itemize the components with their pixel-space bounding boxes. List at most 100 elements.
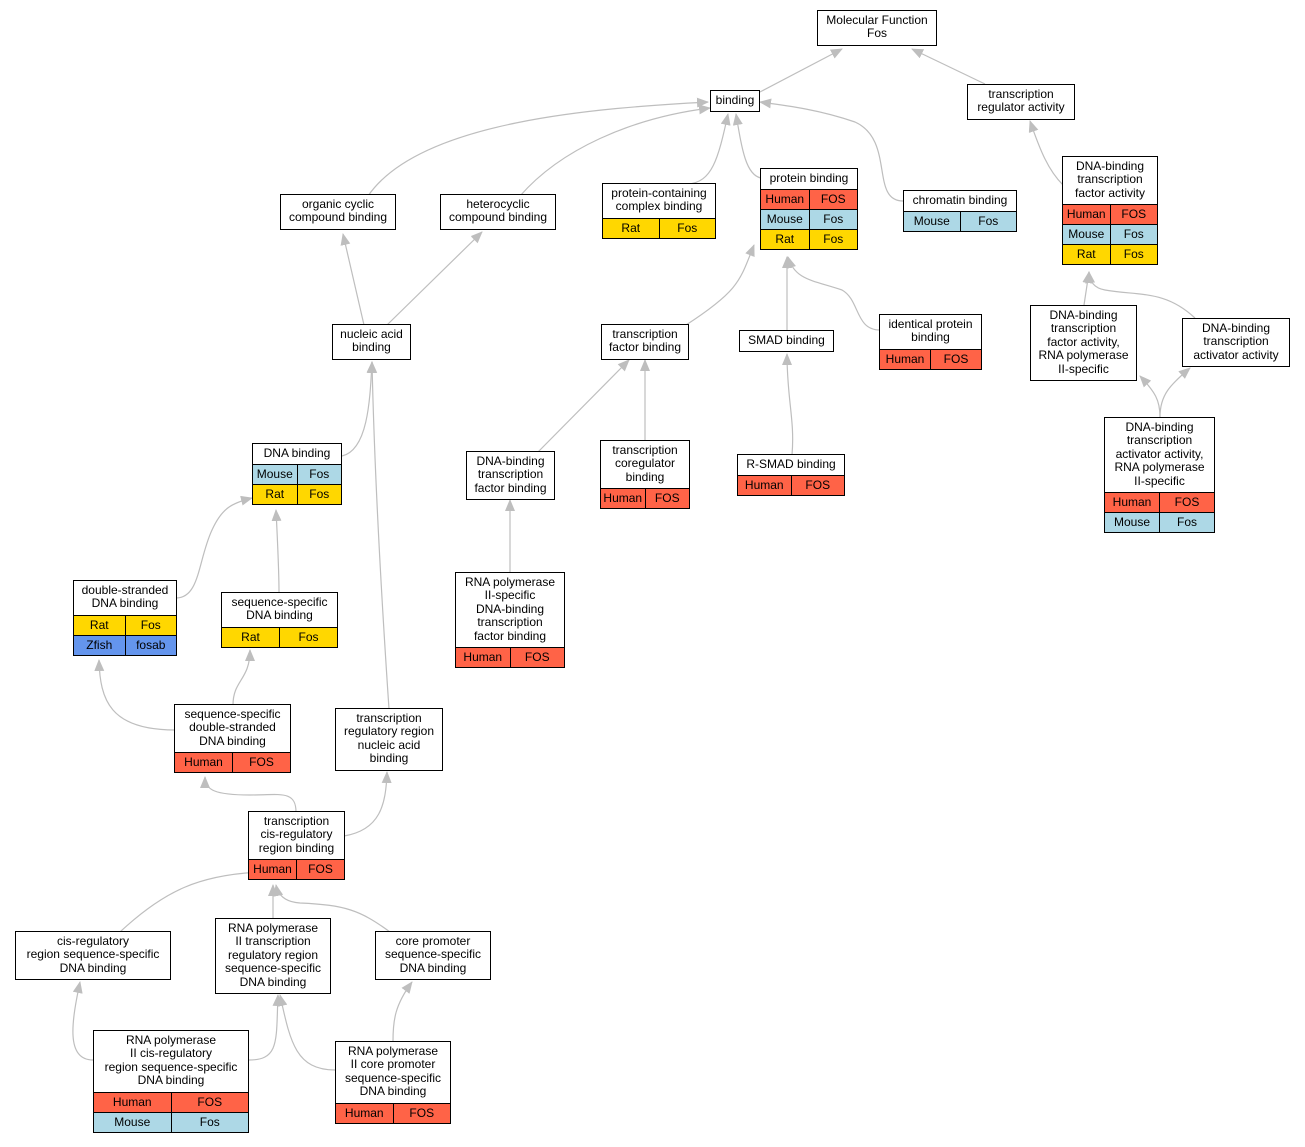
- species-cell: Mouse: [256, 467, 293, 482]
- node-dna-binding-transcription-activator-activity-rnap2[interactable]: DNA-binding transcription activator acti…: [1104, 417, 1215, 534]
- species-cell: Human: [253, 862, 292, 877]
- edge-ipb-to-pb: [786, 256, 881, 331]
- node-rnap2-dna-binding-transcription-factor-binding[interactable]: RNA polymerase II-specific DNA-binding t…: [455, 572, 565, 669]
- node-heterocyclic-compound-binding[interactable]: heterocyclic compound binding: [440, 194, 556, 230]
- node-label: transcription coregulator binding: [612, 443, 678, 484]
- gene-cell: FOS: [392, 1103, 451, 1123]
- node-chromatin-binding[interactable]: chromatin binding Mouse Fos: [903, 190, 1017, 233]
- species-cell: Rat: [775, 232, 795, 247]
- node-organic-cyclic-compound-binding[interactable]: organic cyclic compound binding: [280, 194, 396, 230]
- edge-rnap2crrssdb-to-crrssdb: [72, 981, 94, 1061]
- edge-dbtfa-to-tra: [1028, 120, 1064, 186]
- gene-cell: Fos: [1159, 513, 1214, 533]
- node-transcription-coregulator-binding[interactable]: transcription coregulator binding Human …: [600, 440, 690, 510]
- species-cell: Mouse: [114, 1114, 151, 1129]
- node-label: RNA polymerase II-specific DNA-binding t…: [464, 575, 556, 643]
- species-cell: Human: [765, 192, 805, 207]
- gene-cell: FOS: [790, 476, 845, 496]
- node-sequence-specific-dna-binding[interactable]: sequence-specific DNA binding Rat Fos: [221, 592, 338, 648]
- node-label: protein binding: [769, 171, 849, 185]
- gene-cell: FOS: [509, 648, 565, 668]
- node-label: identical protein binding: [888, 317, 973, 345]
- species-row: Human FOS: [761, 189, 857, 210]
- node-label: sequence-specific DNA binding: [231, 595, 328, 623]
- species-row: Rat Fos: [253, 484, 342, 505]
- node-protein-binding[interactable]: protein binding Human FOS Mouse Fos Rat …: [760, 168, 858, 251]
- node-label: double-stranded DNA binding: [81, 583, 169, 611]
- edge-nab-to-hccb: [386, 231, 483, 326]
- edge-rnap2cpssdb-to-cpssdb: [392, 981, 413, 1042]
- species-row: Human FOS: [249, 859, 344, 880]
- species-row: Human FOS: [456, 647, 565, 668]
- node-label: DNA-binding transcription factor binding: [474, 454, 547, 495]
- gene-cell: Fos: [296, 485, 342, 505]
- node-label: DNA-binding transcription activator acti…: [1114, 420, 1205, 488]
- node-r-smad-binding[interactable]: R-SMAD binding Human FOS: [737, 454, 845, 497]
- edge-dbtaa2-to-dbtfa2: [1139, 375, 1161, 418]
- node-label: R-SMAD binding: [746, 457, 836, 471]
- node-dna-binding[interactable]: DNA binding Mouse Fos Rat Fos: [252, 443, 342, 506]
- gene-cell: Fos: [124, 615, 177, 635]
- species-cell: Human: [744, 478, 784, 493]
- node-double-stranded-dna-binding[interactable]: double-stranded DNA binding Rat Fos Zfis…: [73, 580, 177, 656]
- node-molecular-function[interactable]: Molecular Function Fos: [817, 10, 937, 46]
- species-cell: Human: [344, 1105, 384, 1120]
- gene-cell: Fos: [959, 212, 1017, 232]
- node-label: DNA-binding transcription activator acti…: [1193, 321, 1279, 362]
- node-label: sequence-specific double-stranded DNA bi…: [184, 707, 281, 748]
- species-cell: Human: [463, 650, 503, 665]
- species-row: Human FOS: [1105, 492, 1214, 513]
- node-binding[interactable]: binding: [710, 90, 760, 113]
- node-dna-binding-transcription-factor-activity[interactable]: DNA-binding transcription factor activit…: [1062, 156, 1158, 266]
- species-row: Rat Fos: [74, 614, 177, 635]
- edge-ssdsdb-to-dsdb: [94, 659, 176, 731]
- node-rnap2-transcription-regulatory-region-ssdb[interactable]: RNA polymerase II transcription regulato…: [215, 918, 331, 995]
- node-protein-containing-complex-binding[interactable]: protein-containing complex binding Rat F…: [602, 183, 716, 239]
- node-smad-binding[interactable]: SMAD binding: [739, 330, 834, 353]
- node-transcription-regulatory-region-nucleic-acid-binding[interactable]: transcription regulatory region nucleic …: [335, 708, 443, 771]
- edge-hccb-to-binding: [519, 104, 711, 197]
- edge-binding-to-mf: [757, 48, 843, 94]
- species-row: Zfish fosab: [74, 634, 177, 655]
- node-identical-protein-binding[interactable]: identical protein binding Human FOS: [879, 314, 982, 370]
- species-cell: Human: [184, 755, 223, 770]
- edge-dbtfb-to-tfb: [537, 359, 630, 453]
- node-label: chromatin binding: [912, 193, 1008, 207]
- species-row: Human FOS: [175, 752, 290, 773]
- node-transcription-regulator-activity[interactable]: transcription regulator activity: [967, 84, 1075, 120]
- gene-cell: Fos: [1109, 245, 1158, 265]
- species-row: Human FOS: [601, 488, 690, 509]
- node-rnap2-core-promoter-ssdb[interactable]: RNA polymerase II core promoter sequence…: [335, 1041, 451, 1124]
- node-label: DNA binding: [263, 446, 331, 460]
- species-row: Mouse Fos: [1105, 512, 1214, 533]
- species-cell: Human: [1066, 207, 1106, 222]
- edge-tcrrb-to-trrnab: [343, 771, 392, 837]
- species-cell: Rat: [241, 629, 260, 644]
- node-cis-regulatory-region-sequence-specific-dna-binding[interactable]: cis-regulatory region sequence-specific …: [15, 931, 171, 981]
- edge-dsdb-to-dnab: [175, 495, 253, 599]
- node-dna-binding-transcription-activator-activity[interactable]: DNA-binding transcription activator acti…: [1182, 318, 1290, 368]
- node-core-promoter-sequence-specific-dna-binding[interactable]: core promoter sequence-specific DNA bind…: [375, 931, 491, 981]
- node-transcription-factor-binding[interactable]: transcription factor binding: [601, 324, 689, 360]
- node-label: Molecular Function Fos: [826, 13, 928, 41]
- gene-cell: FOS: [644, 489, 690, 509]
- species-row: Rat Fos: [1063, 244, 1158, 265]
- edge-trrnab-to-nab: [367, 361, 390, 710]
- species-row: Rat Fos: [603, 217, 715, 238]
- node-label: transcription cis-regulatory region bind…: [258, 814, 335, 855]
- species-row: Human FOS: [880, 348, 981, 369]
- gene-cell: FOS: [1109, 205, 1158, 225]
- node-sequence-specific-double-stranded-dna-binding[interactable]: sequence-specific double-stranded DNA bi…: [174, 704, 291, 774]
- node-nucleic-acid-binding[interactable]: nucleic acid binding: [332, 324, 411, 360]
- node-dna-binding-transcription-factor-activity-rnap2[interactable]: DNA-binding transcription factor activit…: [1030, 305, 1137, 382]
- node-transcription-cis-regulatory-region-binding[interactable]: transcription cis-regulatory region bind…: [248, 811, 345, 881]
- node-dna-binding-transcription-factor-binding[interactable]: DNA-binding transcription factor binding: [466, 451, 555, 501]
- node-rnap2-cis-regulatory-region-ssdb[interactable]: RNA polymerase II cis-regulatory region …: [93, 1030, 249, 1133]
- node-label: heterocyclic compound binding: [448, 197, 548, 225]
- edge-rnap2cpssdb-to-rnap2trrssdb: [277, 994, 336, 1071]
- species-row: Mouse Fos: [761, 209, 857, 230]
- species-row: Mouse Fos: [94, 1111, 248, 1132]
- gene-cell: fosab: [124, 635, 177, 655]
- edge-dbtaa-to-dbtfa: [1085, 271, 1196, 319]
